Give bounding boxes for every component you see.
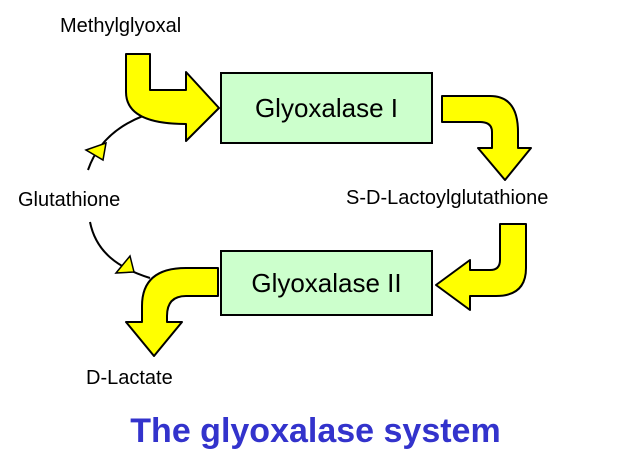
lactoylglutathione-label: S-D-Lactoylglutathione xyxy=(346,187,549,209)
glyoxalase-1-box: Glyoxalase I xyxy=(220,72,433,144)
d-lactate-label: D-Lactate xyxy=(86,367,173,389)
glyoxalase-2-box: Glyoxalase II xyxy=(220,250,433,316)
methylglyoxal-label: Methylglyoxal xyxy=(60,15,182,37)
lactoylglutathione-out-arrow xyxy=(441,95,532,181)
glutathione-cycle-arc-lower xyxy=(89,221,151,279)
diagram-caption: The glyoxalase system xyxy=(130,412,501,450)
glyoxalase-2-label: Glyoxalase II xyxy=(251,267,402,298)
glutathione-label: Glutathione xyxy=(18,189,121,211)
methylglyoxal-in-arrow xyxy=(125,53,220,142)
d-lactate-out-arrow xyxy=(125,267,219,357)
arc-arrowhead-upper xyxy=(84,141,107,162)
arc-arrowhead-lower xyxy=(114,254,135,274)
glyoxalase-1-label: Glyoxalase I xyxy=(254,92,399,123)
glyoxalase2-in-arrow xyxy=(435,223,527,311)
